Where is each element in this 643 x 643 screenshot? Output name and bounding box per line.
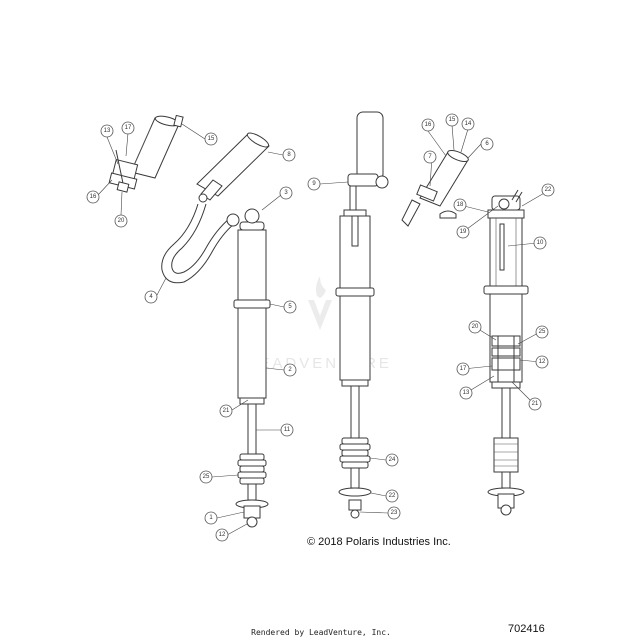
svg-text:2: 2 (288, 367, 292, 373)
svg-text:25: 25 (539, 329, 546, 335)
diagram-number: 702416 (508, 623, 545, 635)
callout-6: 6 (480, 137, 494, 151)
callout-1: 1 (204, 511, 218, 525)
shock-right-section (483, 189, 529, 516)
callout-4: 4 (144, 290, 158, 304)
svg-text:13: 13 (463, 390, 470, 396)
callout-17-top-left: 17 (121, 121, 135, 135)
svg-text:6: 6 (485, 141, 489, 147)
reservoir-hose (161, 203, 240, 284)
callout-21-right: 21 (528, 397, 542, 411)
shock-center (335, 111, 389, 519)
svg-text:20: 20 (472, 324, 479, 330)
callout-12-left: 12 (215, 528, 229, 542)
svg-text:11: 11 (284, 427, 291, 433)
svg-text:15: 15 (449, 117, 456, 123)
svg-text:13: 13 (104, 128, 111, 134)
main-reservoir (196, 132, 270, 203)
callout-24: 24 (385, 453, 399, 467)
reservoir-assembly-left (108, 114, 184, 193)
callout-12-right: 12 (535, 355, 549, 369)
svg-text:3: 3 (284, 190, 288, 196)
reservoir-assembly-right (401, 149, 469, 227)
svg-text:20: 20 (118, 218, 125, 224)
callout-25-left: 25 (199, 470, 213, 484)
callout-8: 8 (282, 148, 296, 162)
svg-text:12: 12 (219, 532, 226, 538)
svg-text:16: 16 (425, 122, 432, 128)
svg-text:22: 22 (389, 493, 396, 499)
callout-22-right: 22 (541, 183, 555, 197)
callout-15-top-right: 15 (445, 113, 459, 127)
callout-3: 3 (279, 186, 293, 200)
svg-text:9: 9 (312, 181, 316, 187)
svg-text:24: 24 (389, 457, 396, 463)
callout-23: 23 (387, 506, 401, 520)
svg-text:19: 19 (460, 229, 467, 235)
callout-16-top-left: 16 (86, 190, 100, 204)
copyright-text: © 2018 Polaris Industries Inc. (307, 536, 451, 548)
callout-11: 11 (280, 423, 294, 437)
svg-text:15: 15 (208, 136, 215, 142)
callout-20-top-left: 20 (114, 214, 128, 228)
callout-9: 9 (307, 177, 321, 191)
callout-14: 14 (461, 117, 475, 131)
callout-19: 19 (456, 225, 470, 239)
svg-text:22: 22 (545, 187, 552, 193)
callout-10: 10 (533, 236, 547, 250)
callout-7: 7 (423, 150, 437, 164)
svg-text:8: 8 (287, 152, 291, 158)
callout-17-right: 17 (456, 362, 470, 376)
svg-text:21: 21 (223, 408, 230, 414)
callout-18: 18 (453, 198, 467, 212)
callout-22-center: 22 (385, 489, 399, 503)
callout-13-right: 13 (459, 386, 473, 400)
callout-15-top-left: 15 (204, 132, 218, 146)
svg-text:18: 18 (457, 202, 464, 208)
callout-5: 5 (283, 300, 297, 314)
callout-2: 2 (283, 363, 297, 377)
footer-credit: Rendered by LeadVenture, Inc. (251, 628, 391, 637)
svg-text:5: 5 (288, 304, 292, 310)
svg-text:7: 7 (428, 154, 432, 160)
callout-16-top-right: 16 (421, 118, 435, 132)
callout-leaders (97, 123, 547, 536)
svg-text:16: 16 (90, 194, 97, 200)
svg-text:14: 14 (465, 121, 472, 127)
svg-text:1: 1 (209, 515, 213, 521)
svg-text:17: 17 (460, 366, 467, 372)
callout-20-right: 20 (468, 320, 482, 334)
svg-text:25: 25 (203, 474, 210, 480)
svg-text:4: 4 (149, 294, 153, 300)
callout-13-top-left: 13 (100, 124, 114, 138)
svg-text:10: 10 (537, 240, 544, 246)
callout-21-left: 21 (219, 404, 233, 418)
svg-text:17: 17 (125, 125, 132, 131)
svg-text:23: 23 (391, 510, 398, 516)
svg-text:21: 21 (532, 401, 539, 407)
shock-left (233, 208, 271, 528)
svg-text:12: 12 (539, 359, 546, 365)
callout-25-right: 25 (535, 325, 549, 339)
